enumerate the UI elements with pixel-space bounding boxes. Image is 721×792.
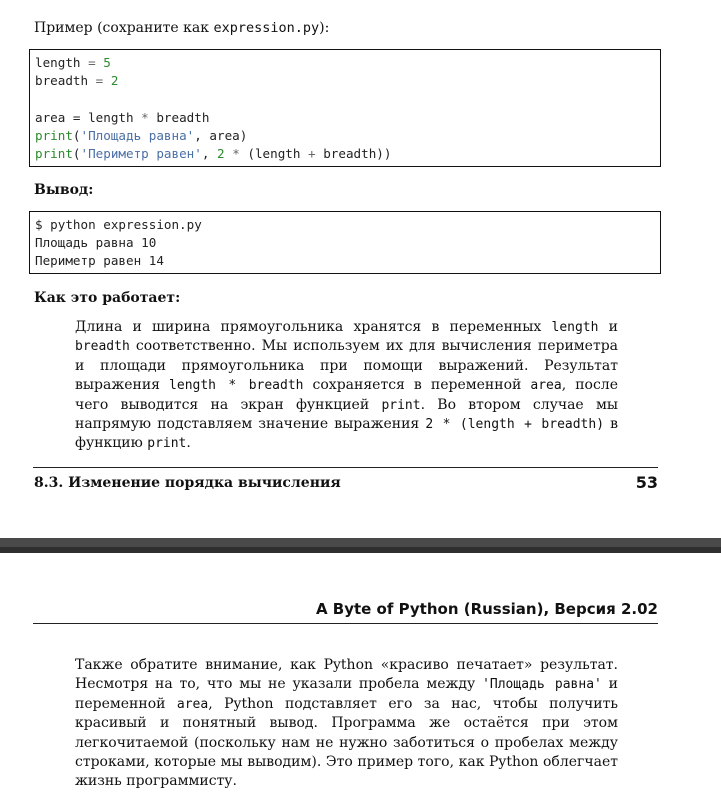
output-block: $ python expression.py Площадь равна 10 … (29, 211, 661, 274)
caption-end: ): (319, 20, 330, 36)
output-line: Периметр равен 14 (35, 253, 164, 269)
page-number: 53 (635, 473, 658, 492)
caption-text: Пример (сохраните как (34, 20, 214, 36)
header-rule (33, 623, 658, 624)
body-paragraph: Также обратите внимание, как Python «кра… (75, 657, 619, 790)
page-separator (0, 538, 721, 553)
code-line-1: length = 5 (35, 55, 111, 70)
code-line-6: print('Периметр равен', 2 * (length + br… (35, 146, 392, 162)
code-block: length = 5 breadth = 2 area = length * b… (29, 49, 661, 167)
code-line-4: area = length * breadth (35, 109, 210, 125)
code-line-2: breadth = 2 (35, 73, 119, 89)
how-paragraph: Длина и ширина прямоугольника хранятся в… (75, 319, 619, 452)
page-53: Пример (сохраните как expression.py): le… (29, 20, 661, 492)
footer-rule (33, 467, 658, 468)
code-line-5: print('Площадь равна', area) (35, 127, 248, 143)
output-heading: Вывод: (34, 182, 94, 198)
example-caption: Пример (сохраните как expression.py): (34, 20, 329, 36)
running-header: A Byte of Python (Russian), Версия 2.02 (315, 600, 658, 618)
page-54: A Byte of Python (Russian), Версия 2.02 … (0, 553, 721, 792)
footer-section-title: 8.3. Изменение порядка вычисления (34, 475, 341, 491)
output-line: $ python expression.py (35, 217, 202, 232)
caption-filename: expression.py (213, 20, 320, 36)
how-heading: Как это работает: (34, 290, 181, 306)
output-line: Площадь равна 10 (35, 235, 157, 251)
